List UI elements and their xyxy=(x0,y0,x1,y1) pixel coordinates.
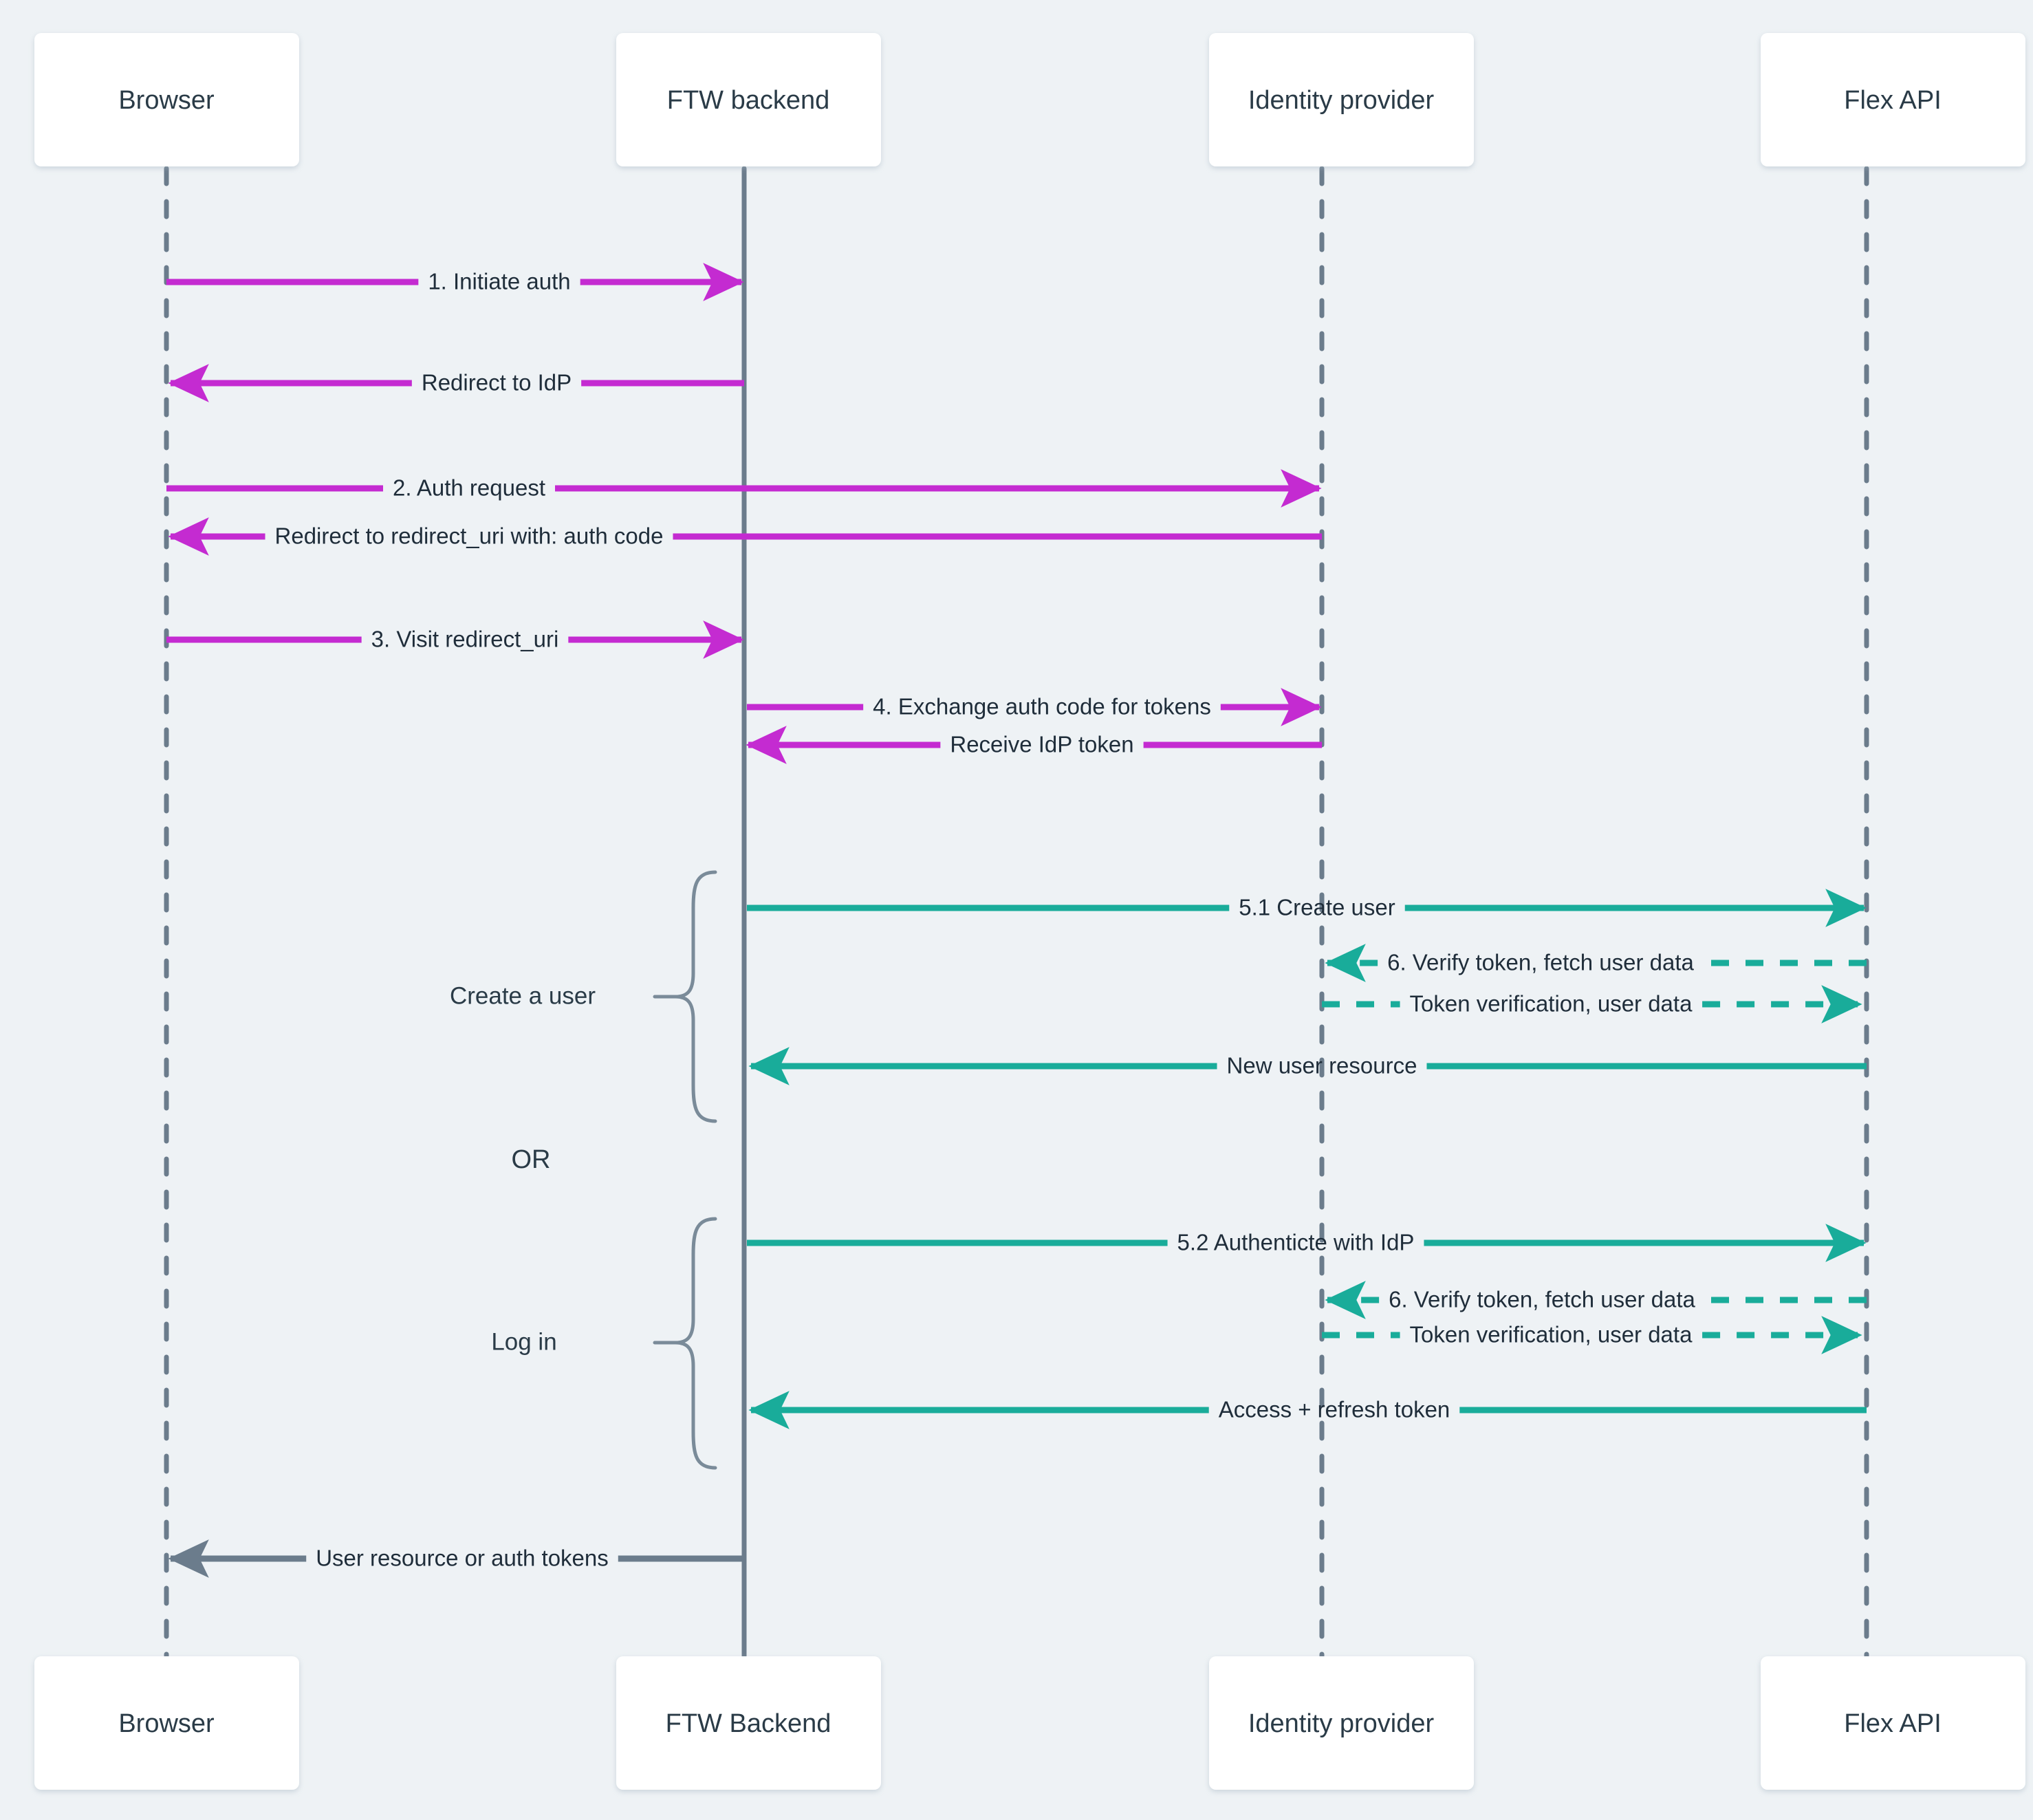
message-redirect-uri-auth-code[interactable]: Redirect to redirect_uri with: auth code xyxy=(168,517,1322,556)
message-label-m11: New user resource xyxy=(1227,1053,1417,1079)
message-label-m14: Token verification, user data xyxy=(1410,1322,1693,1347)
message-exchange-auth-code[interactable]: 4. Exchange auth code for tokens xyxy=(747,688,1322,726)
participant-bottom-flex[interactable]: Flex API xyxy=(1761,1656,2025,1790)
participants-top: Browser FTW backend Identity provider Fl… xyxy=(34,33,2025,166)
participant-bottom-ftw-label: FTW Backend xyxy=(666,1709,831,1738)
participant-top-browser-label: Browser xyxy=(118,86,215,115)
message-visit-redirect-uri[interactable]: 3. Visit redirect_uri xyxy=(166,620,744,659)
message-label-m8: 5.1 Create user xyxy=(1239,895,1395,920)
message-initiate-auth[interactable]: 1. Initiate auth xyxy=(166,263,744,301)
message-access-refresh-token[interactable]: Access + refresh token xyxy=(748,1391,1867,1429)
message-user-resource-or-auth-tokens[interactable]: User resource or auth tokens xyxy=(168,1539,744,1578)
participant-bottom-browser[interactable]: Browser xyxy=(34,1656,299,1790)
participant-top-flex-label: Flex API xyxy=(1844,86,1942,115)
message-label-m13: 6. Verify token, fetch user data xyxy=(1389,1287,1695,1312)
message-label-m5: 3. Visit redirect_uri xyxy=(371,627,559,652)
group-create-a-user: Create a user xyxy=(450,870,717,1123)
message-label-m10: Token verification, user data xyxy=(1410,991,1693,1017)
participant-top-ftw[interactable]: FTW backend xyxy=(616,33,881,166)
message-verify-token-fetch-1[interactable]: 6. Verify token, fetch user data xyxy=(1325,944,1867,982)
message-label-m1: 1. Initiate auth xyxy=(428,269,570,294)
lifelines xyxy=(164,166,1869,1667)
group-label-log-in: Log in xyxy=(491,1328,556,1355)
message-create-user[interactable]: 5.1 Create user xyxy=(747,889,1867,927)
participant-top-idp-label: Identity provider xyxy=(1248,86,1435,115)
message-token-verification-2[interactable]: Token verification, user data xyxy=(1322,1316,1862,1354)
group-log-in: Log in xyxy=(491,1217,717,1470)
participant-top-flex[interactable]: Flex API xyxy=(1761,33,2025,166)
message-label-m2: Redirect to IdP xyxy=(422,370,572,396)
participant-bottom-idp[interactable]: Identity provider xyxy=(1209,1656,1474,1790)
participant-bottom-flex-label: Flex API xyxy=(1844,1709,1942,1738)
participant-top-idp[interactable]: Identity provider xyxy=(1209,33,1474,166)
message-verify-token-fetch-2[interactable]: 6. Verify token, fetch user data xyxy=(1325,1281,1867,1319)
message-label-m15: Access + refresh token xyxy=(1219,1397,1450,1422)
message-label-m4: Redirect to redirect_uri with: auth code xyxy=(275,523,664,549)
message-label-m6: 4. Exchange auth code for tokens xyxy=(873,694,1211,719)
participant-top-browser[interactable]: Browser xyxy=(34,33,299,166)
message-label-m7: Receive IdP token xyxy=(950,732,1133,757)
participant-bottom-ftw[interactable]: FTW Backend xyxy=(616,1656,881,1790)
message-label-m9: 6. Verify token, fetch user data xyxy=(1387,950,1694,975)
message-token-verification-1[interactable]: Token verification, user data xyxy=(1322,985,1862,1023)
message-new-user-resource[interactable]: New user resource xyxy=(748,1047,1867,1085)
separator-or-label: OR xyxy=(512,1145,551,1174)
message-label-m16: User resource or auth tokens xyxy=(316,1546,609,1571)
message-auth-request[interactable]: 2. Auth request xyxy=(166,469,1322,508)
message-authenticate-with-idp[interactable]: 5.2 Authenticte with IdP xyxy=(747,1224,1867,1262)
message-redirect-to-idp[interactable]: Redirect to IdP xyxy=(168,364,744,402)
participants-bottom: Browser FTW Backend Identity provider Fl… xyxy=(34,1656,2025,1790)
message-label-m3: 2. Auth request xyxy=(393,475,545,501)
participant-bottom-idp-label: Identity provider xyxy=(1248,1709,1435,1738)
participant-bottom-browser-label: Browser xyxy=(118,1709,215,1738)
message-receive-idp-token[interactable]: Receive IdP token xyxy=(746,726,1322,764)
group-label-create-a-user: Create a user xyxy=(450,982,596,1009)
message-label-m12: 5.2 Authenticte with IdP xyxy=(1177,1230,1415,1255)
participant-top-ftw-label: FTW backend xyxy=(667,86,830,115)
